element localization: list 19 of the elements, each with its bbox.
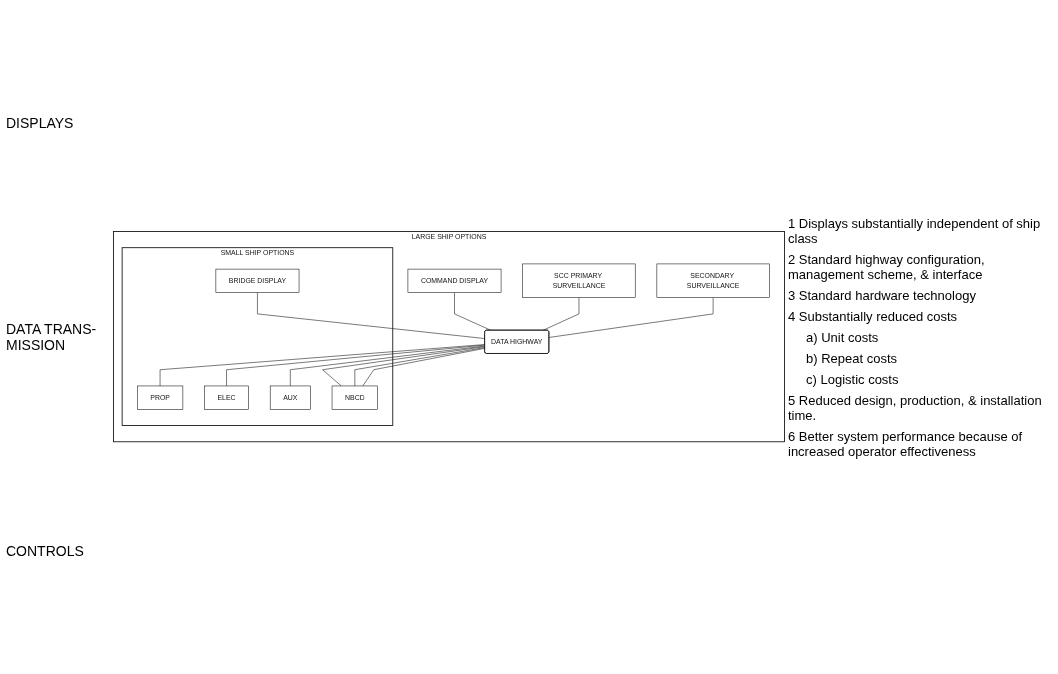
- note-text: 5 Reduced design, production, & installation time.: [788, 392, 1043, 423]
- connector: [322, 346, 486, 387]
- connector: [290, 346, 486, 387]
- note-text: b) Repeat costs: [805, 350, 899, 366]
- row-label: CONTROLS: [6, 543, 85, 559]
- note-text: 4 Substantially reduced costs: [788, 308, 959, 324]
- connector: [257, 292, 486, 340]
- connector: [542, 297, 580, 331]
- connector: [548, 297, 714, 339]
- note-text: 3 Standard hardware technology: [788, 287, 977, 303]
- connector: [159, 344, 486, 387]
- note-text: 6 Better system performance because of increased operator effectiveness: [788, 428, 1024, 459]
- note-text: c) Logistic costs: [805, 371, 900, 387]
- note-text: 2 Standard highway configuration, management scheme, & interface: [788, 251, 986, 282]
- connector: [226, 345, 486, 387]
- row-label: DISPLAYS: [6, 115, 75, 131]
- row-label: DATA TRANS- MISSION: [6, 321, 98, 353]
- note-text: 1 Displays substantially independent of ship class: [788, 215, 1042, 246]
- note-text: a) Unit costs: [805, 329, 880, 345]
